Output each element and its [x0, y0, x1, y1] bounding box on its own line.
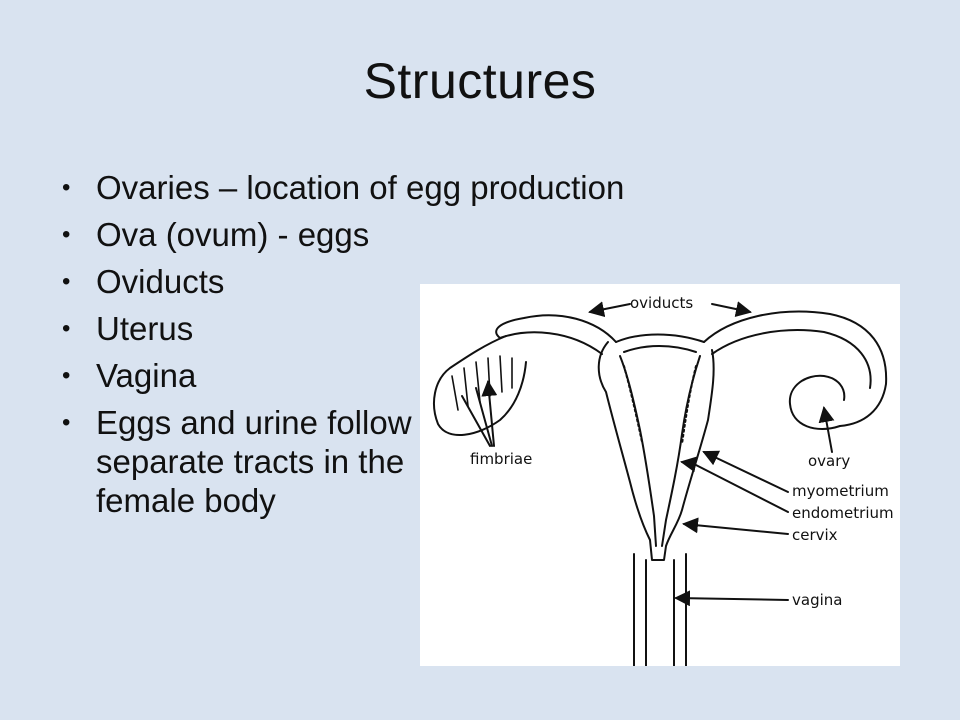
vagina-label: vagina — [792, 591, 842, 609]
bullet-text: Ovaries – location of egg production — [96, 169, 625, 206]
bullet-text: Vagina — [96, 357, 197, 394]
endometrium-layer — [623, 365, 697, 445]
bullet-dot-icon: • — [62, 409, 71, 436]
reproductive-diagram: oviducts fimbriae ovary myometrium endom… — [420, 284, 900, 666]
cervix-label: cervix — [792, 526, 838, 544]
bullet-dot-icon: • — [62, 315, 71, 342]
right-oviduct — [703, 310, 888, 427]
vagina-walls — [633, 553, 687, 666]
left-fimbriae — [433, 335, 527, 437]
bullet-dot-icon: • — [62, 174, 71, 201]
bullet-text: Uterus — [96, 310, 194, 347]
uterus-fundus — [615, 333, 705, 353]
fimbriae-pointer — [461, 382, 494, 447]
left-oviduct — [495, 314, 617, 355]
endometrium-pointer — [680, 456, 789, 513]
bullet-item: • Oviducts — [60, 262, 840, 301]
bullet-dot-icon: • — [62, 268, 71, 295]
ovary-pointer — [818, 406, 835, 453]
endometrium-label: endometrium — [792, 504, 894, 522]
ovary-label: ovary — [808, 452, 850, 470]
right-ovary — [788, 374, 846, 430]
slide-title: Structures — [363, 53, 597, 109]
bullet-text: Oviducts — [96, 263, 225, 300]
cervix-pointer — [682, 517, 789, 535]
fimbriae-label: fimbriae — [470, 450, 532, 468]
vagina-pointer — [674, 590, 789, 607]
oviducts-label: oviducts — [630, 294, 693, 312]
reproductive-diagram-drawing: oviducts fimbriae ovary myometrium endom… — [433, 294, 894, 666]
bullet-text: Eggs and urine follow separate tracts in… — [96, 404, 412, 519]
bullet-dot-icon: • — [62, 221, 71, 248]
oviducts-pointer-left — [588, 301, 631, 318]
bullet-item: • Ova (ovum) - eggs — [60, 215, 840, 254]
bullet-list: • Ovaries – location of egg production • O… — [60, 168, 840, 528]
bullet-item: • Eggs and urine follow separate tracts i… — [60, 403, 426, 520]
uterus-cavity — [619, 355, 701, 547]
bullet-item: • Ovaries – location of egg production — [60, 168, 840, 207]
myometrium-pointer — [702, 450, 789, 493]
myometrium-label: myometrium — [792, 482, 889, 500]
bullet-item: • Vagina — [60, 356, 840, 395]
bullet-item: • Uterus — [60, 309, 840, 348]
oviducts-pointer-right — [711, 301, 752, 317]
bullet-dot-icon: • — [62, 362, 71, 389]
bullet-text: Ova (ovum) - eggs — [96, 216, 370, 253]
uterus-outer-wall — [597, 341, 715, 561]
